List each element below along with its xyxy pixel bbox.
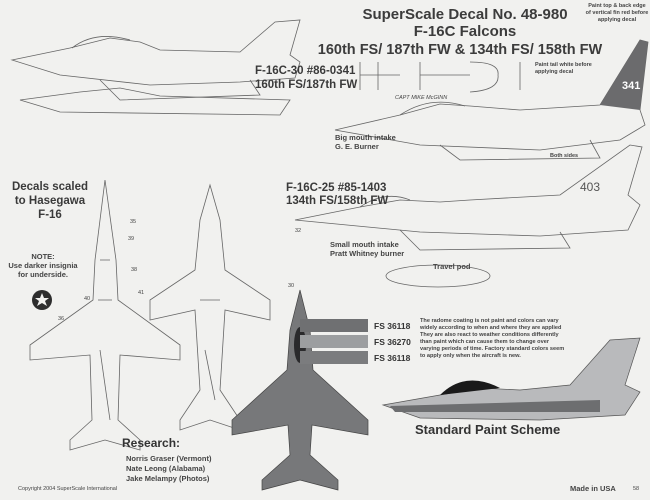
bottom-view-planform bbox=[149, 183, 271, 431]
pilot-name: CAPT MIKE McGINN bbox=[395, 95, 448, 101]
callout-30: 30 bbox=[288, 283, 295, 289]
color-swatch-3 bbox=[300, 351, 368, 364]
side-view-341 bbox=[334, 39, 649, 161]
aircraft-1-engine: G. E. Burner bbox=[335, 142, 379, 151]
research-title: Research: bbox=[122, 436, 181, 450]
made-in: Made in USA bbox=[570, 484, 616, 493]
tail-number-403: 403 bbox=[580, 180, 601, 194]
aircraft-2-engine: Pratt Whitney burner bbox=[330, 249, 405, 258]
underside-note: Use darker insignia for underside. bbox=[8, 261, 78, 279]
fin-note: Paint top & back edge of vertical fin re… bbox=[585, 3, 649, 23]
aircraft-2-name: F-16C-25 #85-1403 bbox=[286, 182, 387, 194]
sheet-title: SuperScale Decal No. 48-980 bbox=[362, 6, 568, 23]
color-swatch-2 bbox=[300, 335, 368, 348]
callout-38: 38 bbox=[131, 267, 138, 273]
top-view-planform bbox=[29, 179, 181, 451]
underside-note-title: NOTE: bbox=[31, 252, 55, 261]
travel-pod-label: Travel pod bbox=[433, 262, 471, 271]
page-number: 58 bbox=[633, 486, 640, 492]
standard-scheme-side-view bbox=[381, 337, 641, 421]
side-view-upper-left bbox=[10, 19, 301, 116]
callout-39: 39 bbox=[128, 236, 135, 242]
aircraft-1-unit: 160th FS/187th FW bbox=[255, 79, 358, 91]
callout-35: 35 bbox=[130, 219, 137, 225]
color-code-1: FS 36118 bbox=[374, 321, 411, 331]
scale-note: Decals scaled to Hasegawa F-16 bbox=[11, 181, 89, 221]
side-view-403 bbox=[294, 144, 643, 288]
tail-note: Paint tail white before applying decal bbox=[535, 62, 592, 75]
aircraft-type: F-16C Falcons bbox=[413, 23, 517, 40]
aircraft-2-intake: Small mouth intake bbox=[330, 240, 399, 249]
research-credit-1: Norris Graser (Vermont) bbox=[126, 454, 212, 463]
color-code-2: FS 36270 bbox=[374, 337, 411, 347]
standard-scheme-title: Standard Paint Scheme bbox=[415, 422, 561, 437]
aircraft-1-name: F-16C-30 #86-0341 bbox=[255, 65, 356, 77]
both-sides-note: Both sides bbox=[550, 153, 579, 159]
radome-note: The radome coating is not paint and colo… bbox=[420, 318, 565, 359]
color-code-3: FS 36118 bbox=[374, 353, 411, 363]
standard-scheme-top-view bbox=[231, 289, 369, 491]
research-credit-3: Jake Melampy (Photos) bbox=[126, 474, 210, 483]
aircraft-2-unit: 134th FS/158th FW bbox=[286, 195, 389, 207]
color-swatch-1 bbox=[300, 319, 368, 332]
callout-32: 32 bbox=[295, 228, 302, 234]
callout-36: 36 bbox=[58, 316, 65, 322]
units-title: 160th FS/ 187th FW & 134th FS/ 158th FW bbox=[317, 42, 603, 58]
callout-40: 40 bbox=[84, 296, 91, 302]
copyright: Copyright 2004 SuperScale International bbox=[18, 486, 118, 492]
aircraft-1-intake: Big mouth intake bbox=[335, 133, 396, 142]
tail-number-341: 341 bbox=[622, 80, 641, 92]
callout-41: 41 bbox=[138, 290, 145, 296]
research-credit-2: Nate Leong (Alabama) bbox=[126, 464, 206, 473]
